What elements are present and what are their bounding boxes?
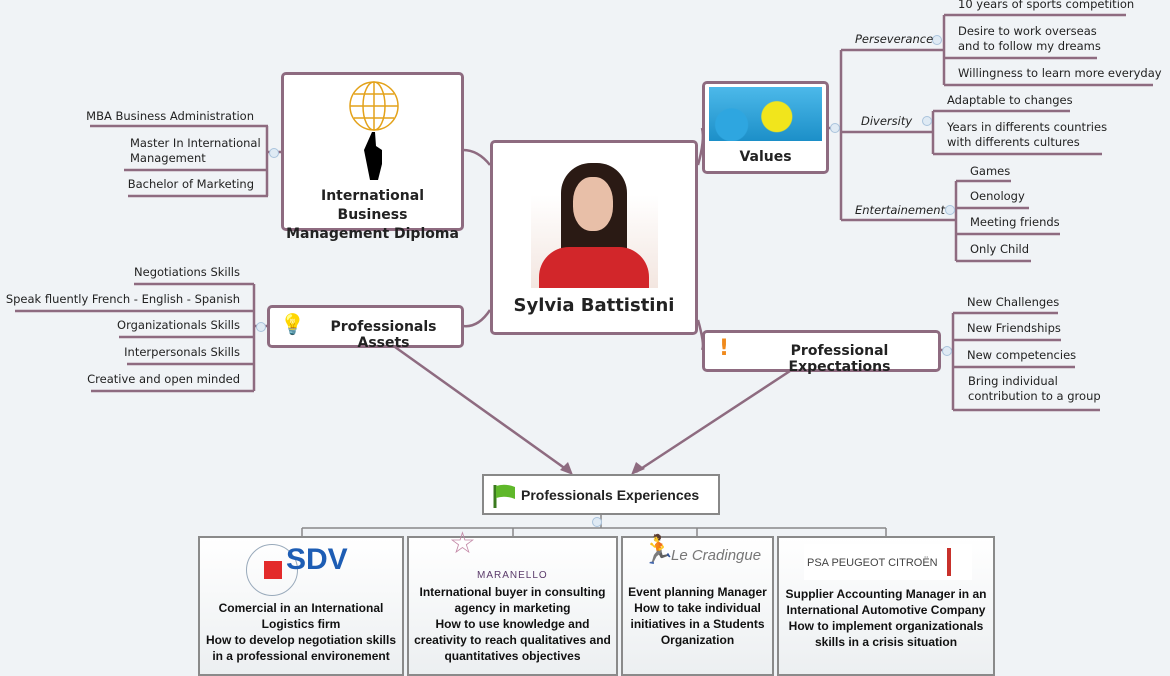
leaf-item[interactable]: Creative and open minded: [87, 372, 240, 386]
collapse-toggle[interactable]: [942, 346, 952, 356]
entertainment-label[interactable]: Entertainement: [855, 203, 946, 217]
leaf-item[interactable]: Adaptable to changes: [947, 93, 1073, 107]
leaf-item[interactable]: Bachelor of Marketing: [127, 177, 254, 191]
leaf-item[interactable]: New Friendships: [967, 321, 1061, 335]
leaf-item[interactable]: Willingness to learn more everyday: [958, 66, 1162, 80]
leaf-item[interactable]: Negotiations Skills: [134, 265, 240, 279]
collapse-toggle[interactable]: [945, 205, 955, 215]
profile-photo: [531, 155, 658, 288]
collapse-toggle[interactable]: [932, 35, 942, 45]
sdv-logo: SDV: [200, 538, 402, 600]
flag-icon: [493, 484, 515, 508]
collapse-toggle[interactable]: [269, 148, 279, 158]
maranello-logo: ☆ MARANELLO: [449, 527, 548, 582]
expectations-topic[interactable]: ! Professional Expectations: [702, 330, 941, 375]
leaf-item[interactable]: Oenology: [970, 189, 1025, 203]
leaf-item[interactable]: Games: [970, 164, 1011, 178]
expectations-title: Professional Expectations: [788, 343, 891, 375]
leaf-item[interactable]: New Challenges: [967, 295, 1060, 309]
experiences-topic[interactable]: Professionals Experiences: [482, 474, 720, 515]
collapse-toggle[interactable]: [256, 322, 266, 332]
experiences-title: Professionals Experiences: [521, 487, 700, 503]
smiley-image: [709, 87, 822, 141]
central-topic-title: Sylvia Battistini: [513, 295, 675, 316]
psa-logo: PSA PEUGEOT CITROËN: [779, 538, 993, 586]
leaf-item[interactable]: Interpersonals Skills: [124, 345, 240, 359]
leaf-item[interactable]: MBA Business Administration: [86, 109, 254, 123]
leaf-item[interactable]: Only Child: [970, 242, 1030, 256]
diploma-title-line: Management Diploma: [286, 226, 459, 242]
collapse-toggle[interactable]: [592, 517, 602, 527]
leaf-item[interactable]: Organizationals Skills: [117, 318, 240, 332]
collapse-toggle[interactable]: [922, 116, 932, 126]
le-cradingue-logo: 🏃 Le Cradingue: [641, 534, 762, 565]
values-topic[interactable]: Values: [702, 81, 829, 174]
experience-card[interactable]: ☆ MARANELLO International buyer in consu…: [407, 527, 618, 676]
collapse-toggle[interactable]: [830, 123, 840, 133]
values-title: Values: [739, 149, 792, 165]
central-topic[interactable]: Sylvia Battistini: [490, 140, 698, 335]
diversity-label[interactable]: Diversity: [861, 114, 913, 128]
experience-card[interactable]: PSA PEUGEOT CITROËN Supplier Accounting …: [777, 536, 995, 676]
leaf-item[interactable]: 10 years of sports competition: [958, 0, 1135, 11]
leaf-item[interactable]: New competencies: [967, 348, 1077, 362]
globe-hand-icon: [349, 81, 399, 180]
lightbulb-icon: 💡: [280, 312, 305, 336]
assets-title: Professionals Assets: [330, 319, 437, 351]
leaf-item[interactable]: Speak fluently French - English - Spanis…: [5, 292, 240, 306]
assets-topic[interactable]: 💡 Professionals Assets: [267, 305, 464, 351]
diploma-title-line: International Business: [320, 188, 424, 223]
leaf-item[interactable]: Meeting friends: [970, 215, 1060, 229]
exclamation-icon: !: [719, 336, 730, 361]
perseverance-label[interactable]: Perseverance: [855, 32, 934, 46]
